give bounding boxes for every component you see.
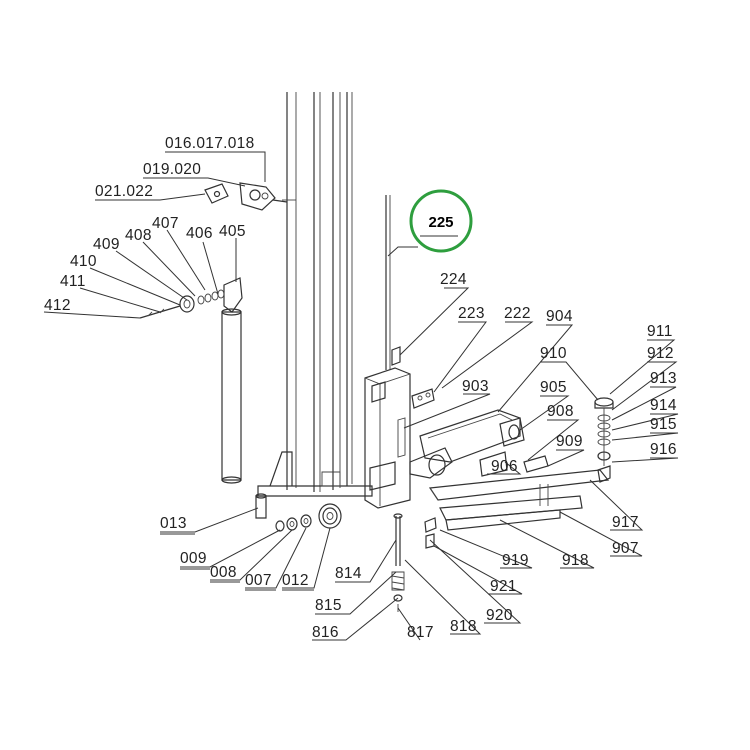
callout-label: 412 xyxy=(44,297,71,314)
highlight-circle xyxy=(409,189,473,253)
callout-label: 815 xyxy=(315,597,342,614)
callout-label: 916 xyxy=(650,441,677,458)
highlight-label: 225 xyxy=(428,214,453,231)
callout-label: 019.020 xyxy=(143,161,201,178)
callout-label: 912 xyxy=(647,345,674,362)
callout-label: 410 xyxy=(70,253,97,270)
callout-label: 816 xyxy=(312,624,339,641)
main-column xyxy=(257,92,373,497)
callout-label: 917 xyxy=(612,514,639,531)
pin-assembly xyxy=(391,513,437,612)
label-underlines xyxy=(160,533,314,591)
callout-label: 016.017.018 xyxy=(165,135,255,152)
callout-label: 008 xyxy=(210,564,237,581)
callout-label: 409 xyxy=(93,236,120,253)
callout-label: 223 xyxy=(458,305,485,322)
callout-label: 407 xyxy=(152,215,179,232)
callout-label: 913 xyxy=(650,370,677,387)
callout-label: 915 xyxy=(650,416,677,433)
upper-bracket-assembly xyxy=(204,182,288,211)
callout-label: 021.022 xyxy=(95,183,153,200)
callout-label: 914 xyxy=(650,397,677,414)
callout-label: 910 xyxy=(540,345,567,362)
callout-label: 012 xyxy=(282,572,309,589)
callout-label: 411 xyxy=(60,273,86,290)
extension-arm-assembly xyxy=(428,465,611,531)
callout-label: 224 xyxy=(440,271,467,288)
callout-label: 918 xyxy=(562,552,589,569)
callout-label: 406 xyxy=(186,225,213,242)
callout-label: 817 xyxy=(407,624,434,641)
callout-label: 904 xyxy=(546,308,573,325)
callout-label: 405 xyxy=(219,223,246,240)
callout-label: 905 xyxy=(540,379,567,396)
callout-label: 408 xyxy=(125,227,152,244)
callout-label: 903 xyxy=(462,378,489,395)
leader-lines xyxy=(43,151,679,641)
callout-label: 009 xyxy=(180,550,207,567)
left-tube-assembly xyxy=(139,277,243,484)
callout-label: 013 xyxy=(160,515,187,532)
callout-label: 919 xyxy=(502,552,529,569)
callout-label: 909 xyxy=(556,433,583,450)
callout-label: 906 xyxy=(491,458,518,475)
lift-arm-assembly xyxy=(409,409,549,479)
callout-label: 908 xyxy=(547,403,574,420)
callout-label: 907 xyxy=(612,540,639,557)
callout-label: 814 xyxy=(335,565,362,582)
callout-label: 007 xyxy=(245,572,272,589)
callout-label: 911 xyxy=(647,323,673,340)
callout-label: 818 xyxy=(450,618,477,635)
callout-label: 920 xyxy=(486,607,513,624)
lift-pad-assembly xyxy=(594,397,614,466)
foot-roller-assembly xyxy=(255,493,342,532)
callout-label: 921 xyxy=(490,578,517,595)
callout-labels: 016.017.018 019.020 021.022 407 408 409 … xyxy=(44,135,677,641)
callout-label: 222 xyxy=(504,305,531,322)
carriage-assembly xyxy=(364,195,435,509)
